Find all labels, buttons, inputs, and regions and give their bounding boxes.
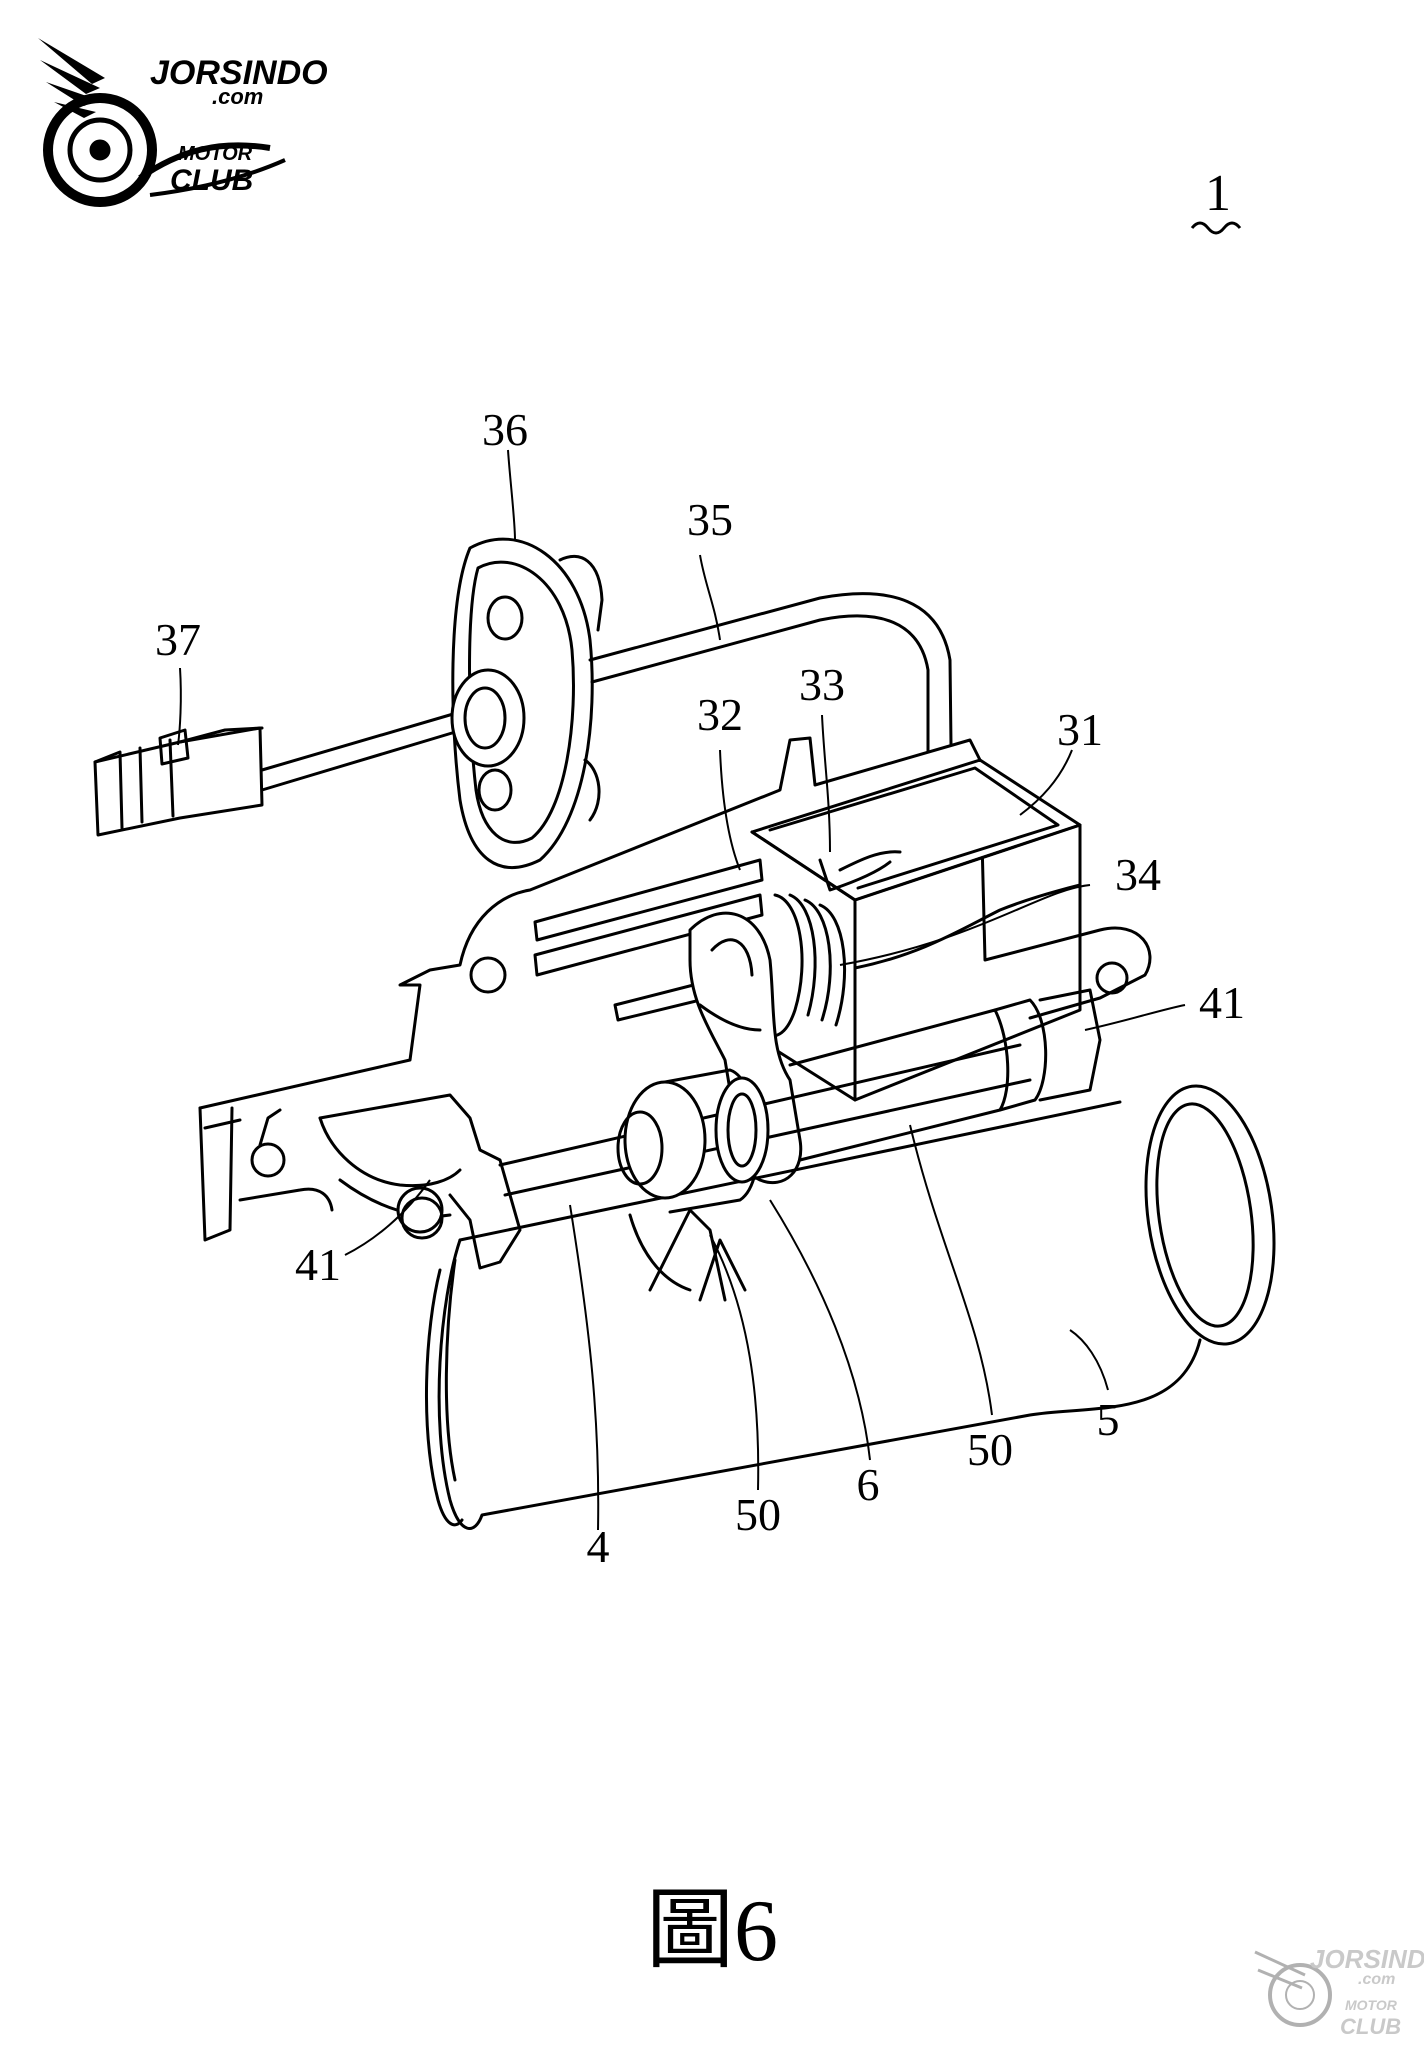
- brand-name: JORSINDO: [150, 54, 328, 92]
- brand-domain: .com: [212, 84, 263, 109]
- label-5: 5: [1097, 1394, 1120, 1445]
- brand-logo-bottom: JORSINDO .com MOTOR CLUB: [1254, 1944, 1424, 2039]
- label-36: 36: [482, 404, 528, 455]
- grommet-36: [450, 537, 604, 869]
- label-34: 34: [1115, 849, 1161, 900]
- leader-50-right: [909, 1124, 993, 1416]
- figure-caption: 圖6: [645, 1883, 778, 1980]
- label-41-left: 41: [295, 1239, 341, 1290]
- leader-36: [507, 449, 516, 541]
- clip-50: [628, 1208, 747, 1302]
- label-32: 32: [697, 689, 743, 740]
- label-50-right: 50: [967, 1424, 1013, 1475]
- label-41-right: 41: [1199, 977, 1245, 1028]
- label-4: 4: [587, 1521, 610, 1572]
- connector-37: [93, 710, 464, 837]
- wheel-icon: [1254, 1950, 1332, 2027]
- leader-50-left: [709, 1234, 760, 1491]
- leader-33: [821, 714, 831, 853]
- solenoid-31: [750, 758, 1082, 1102]
- lever-32: [688, 911, 803, 1185]
- leader-31: [1019, 749, 1073, 816]
- brand-domain: .com: [1358, 1971, 1395, 1988]
- leader-35: [699, 554, 721, 641]
- spring-34: [758, 893, 847, 1038]
- pipe-5: [424, 1084, 1276, 1530]
- label-31: 31: [1057, 704, 1103, 755]
- leader-lines: [177, 449, 1186, 1531]
- brand-line-club: CLUB: [1340, 2014, 1401, 2039]
- leader-4: [569, 1204, 600, 1531]
- leader-37: [177, 667, 182, 746]
- leader-34: [839, 884, 1091, 966]
- leader-41-right: [1084, 1004, 1186, 1031]
- reference-tilde: [1190, 221, 1242, 235]
- leader-5: [1069, 1329, 1109, 1391]
- mechanism-drawing: [93, 537, 1276, 1530]
- label-35: 35: [687, 494, 733, 545]
- brand-name: JORSINDO: [1310, 1944, 1424, 1974]
- wheel-icon: [43, 93, 286, 207]
- brand-line-motor: MOTOR: [178, 143, 253, 165]
- leader-41-left: [344, 1179, 431, 1256]
- leader-6: [769, 1199, 871, 1461]
- leader-32: [719, 749, 741, 871]
- brand-logo-top: JORSINDO .com MOTOR CLUB: [38, 38, 328, 207]
- assembly-reference: 1: [1205, 165, 1231, 222]
- mount-41-left: [318, 1093, 522, 1270]
- label-50-left: 50: [735, 1489, 781, 1540]
- reference-numerals: 36 35 37 33 32 31 34 41 41 5 50 6 50 4: [155, 404, 1245, 1572]
- label-6: 6: [857, 1459, 880, 1510]
- brand-line-club: CLUB: [170, 164, 253, 197]
- label-33: 33: [799, 659, 845, 710]
- brand-line-motor: MOTOR: [1345, 1997, 1398, 2013]
- label-37: 37: [155, 614, 201, 665]
- shaft-4: [498, 988, 1102, 1214]
